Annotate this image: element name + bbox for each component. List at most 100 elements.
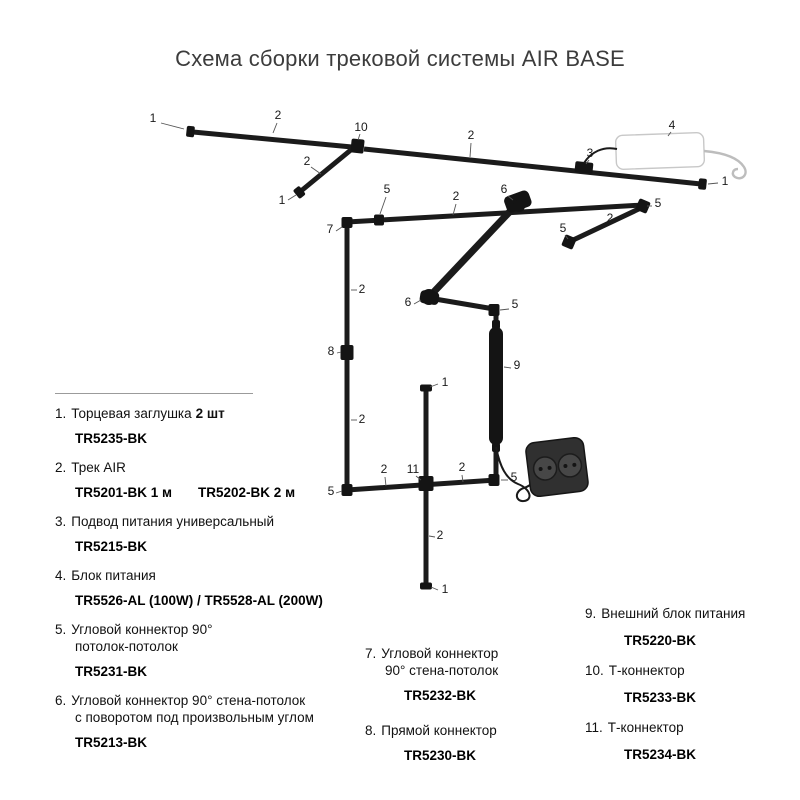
feed-wire — [583, 147, 618, 164]
callout-1: 1 — [722, 174, 729, 188]
legend-item-code: TR5201-BK 1 м TR5202-BK 2 м — [55, 484, 360, 501]
legend-item-number: 5. — [55, 622, 67, 637]
callout-1: 1 — [279, 193, 286, 207]
legend-item-number: 2. — [55, 460, 67, 475]
callout-2: 2 — [468, 128, 475, 142]
callout-leader-lines — [160, 122, 719, 591]
article-code: TR5526-AL (100W) / TR5528-AL (200W) — [75, 593, 323, 608]
callout-10: 10 — [354, 120, 368, 134]
socket-outlet — [557, 453, 583, 478]
legend-item-6: 6.Угловой коннектор 90° стена-потолок с … — [55, 692, 360, 751]
callout-11: 11 — [407, 462, 420, 476]
socket-hole — [563, 463, 568, 468]
legend-item-title: 9. Внешний блок питания — [585, 605, 760, 622]
legend-item-code: TR5231-BK — [55, 663, 360, 680]
callout-2: 2 — [275, 108, 282, 122]
legend-item-5: 5.Угловой коннектор 90° потолок-потолок … — [55, 621, 360, 680]
callout-2: 2 — [381, 462, 388, 476]
legend-right-column: 9. Внешний блок питания TR5220-BK 10. Т-ко… — [585, 605, 760, 776]
legend-item-title: 4.Блок питания — [55, 567, 360, 584]
legend-item-text: Трек AIR — [71, 460, 126, 475]
legend-item-code: TR5220-BK — [585, 632, 735, 649]
legend-item-title: 7.Угловой коннектор — [365, 645, 515, 662]
legend-item-title: 6.Угловой коннектор 90° стена-потолок — [55, 692, 360, 709]
callout-9: 9 — [514, 358, 521, 372]
legend-item-code: TR5215-BK — [55, 538, 360, 555]
callout-2: 2 — [437, 528, 444, 542]
legend-item-text: Т-коннектор — [608, 663, 685, 678]
callout-5: 5 — [560, 221, 567, 235]
callout-5: 5 — [655, 196, 662, 210]
legend-item-code: TR5230-BK — [365, 747, 515, 764]
socket-hole — [538, 467, 543, 472]
corner-connector-5 — [488, 474, 500, 486]
legend-item-number: 9. — [585, 606, 597, 621]
callout-1: 1 — [150, 111, 157, 125]
callout-6: 6 — [405, 295, 412, 309]
track-segment — [299, 147, 354, 193]
callout-2: 2 — [359, 412, 366, 426]
connectors-and-caps — [186, 125, 707, 590]
article-code: TR5213-BK — [75, 735, 148, 750]
article-code: TR5220-BK — [623, 633, 697, 648]
article-code: TR5234-BK — [623, 747, 697, 762]
legend-item-number: 7. — [365, 646, 377, 661]
corner-connector-7 — [341, 217, 353, 228]
corner-connector-5 — [374, 214, 384, 226]
legend-item-2: 2. Трек AIR TR5201-BK 1 м TR5202-BK 2 м — [55, 459, 360, 501]
legend-item-text: с поворотом под произвольным углом — [75, 710, 314, 725]
legend-item-number: 4. — [55, 568, 67, 583]
legend-item-11: 11.Т-коннектор TR5234-BK — [585, 719, 760, 763]
legend-item-text: Торцевая заглушка — [71, 406, 192, 421]
legend-item-text: Внешний блок питания — [601, 606, 746, 621]
legend-item-number: 6. — [55, 693, 67, 708]
socket-hole — [572, 462, 577, 467]
article-code: TR5231-BK — [75, 664, 148, 679]
article-code: TR5202-BK 2 м — [198, 485, 296, 500]
articulated-arm-track — [426, 201, 520, 300]
legend-item-10: 10. Т-коннектор TR5233-BK — [585, 662, 760, 706]
legend-item-number: 10. — [585, 663, 604, 678]
legend-item-code: TR5526-AL (100W) / TR5528-AL (200W) — [55, 592, 360, 609]
legend-item-text: Прямой коннектор — [381, 723, 497, 738]
callout-4: 4 — [669, 118, 676, 132]
legend-item-number: 8. — [365, 723, 377, 738]
article-code: TR5235-BK — [75, 431, 148, 446]
legend-item-title: 2. Трек AIR — [55, 459, 360, 476]
end-cap — [420, 582, 432, 590]
legend-middle-column: 7.Угловой коннектор 90° стена-потолок TR… — [365, 645, 515, 782]
legend-item-code: TR5234-BK — [585, 746, 735, 763]
legend-item-number: 3. — [55, 514, 67, 529]
legend-item-9: 9. Внешний блок питания TR5220-BK — [585, 605, 760, 649]
power-supply-body — [614, 132, 706, 170]
socket-hole — [547, 465, 552, 470]
callout-2: 2 — [459, 460, 466, 474]
end-cap — [293, 186, 306, 199]
callout-2: 2 — [607, 211, 614, 225]
swivel-connector-6 — [419, 290, 440, 305]
callout-2: 2 — [453, 189, 460, 203]
corner-connector-5 — [635, 198, 651, 214]
t-connector-10 — [350, 138, 365, 154]
callouts: 1 1 1 1 1 2 2 2 2 2 2 2 2 2 2 3 4 5 5 5 … — [150, 108, 729, 596]
legend-item-title: 10. Т-коннектор — [585, 662, 760, 679]
legend-item-code: TR5213-BK — [55, 734, 360, 751]
legend-item-title: 8. Прямой коннектор — [365, 722, 515, 739]
legend-item-bold-text: 2 шт — [195, 406, 225, 421]
end-cap — [420, 384, 432, 392]
end-cap — [186, 125, 195, 138]
legend-item-title: 5.Угловой коннектор 90° — [55, 621, 360, 638]
callout-5: 5 — [328, 484, 335, 498]
legend-item-number: 11. — [585, 720, 603, 735]
page-title: Схема сборки трековой системы AIR BASE — [175, 46, 625, 71]
straight-connector-8 — [340, 345, 354, 360]
legend-item-number: 1. — [55, 406, 67, 421]
article-code: TR5201-BK 1 м — [75, 485, 173, 500]
callout-7: 7 — [327, 222, 334, 236]
legend-item-code: TR5233-BK — [585, 689, 735, 706]
corner-connector-5 — [561, 234, 577, 250]
article-code: TR5230-BK — [403, 748, 477, 763]
